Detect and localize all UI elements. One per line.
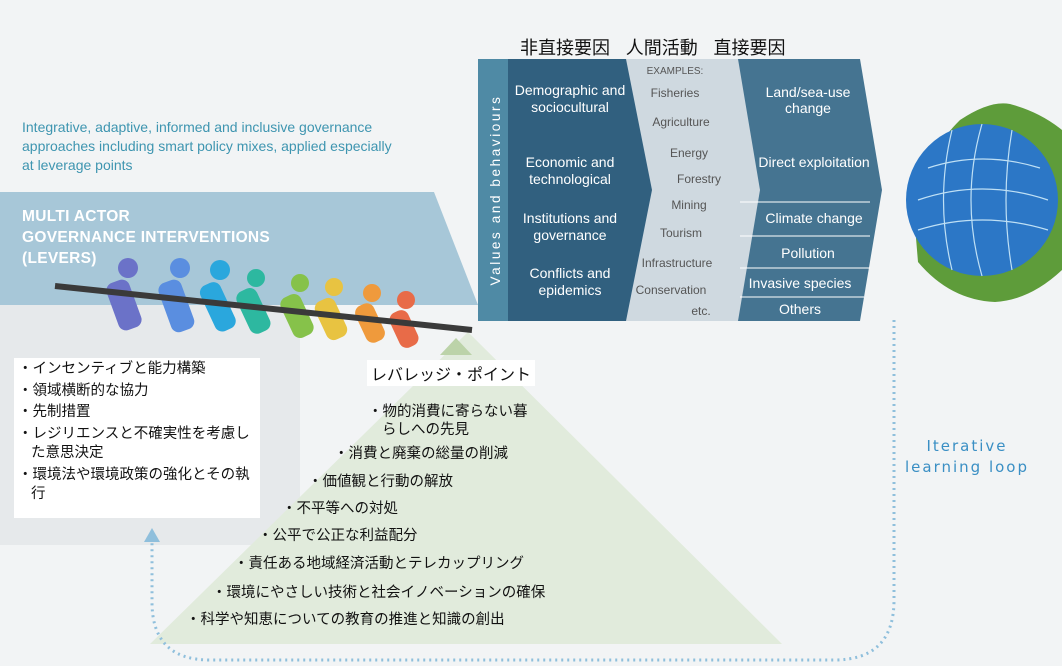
loop-label-line: learning loop: [905, 458, 1030, 476]
direct-driver: Land/sea-use change: [765, 84, 851, 116]
direct-driver: Direct exploitation: [758, 154, 870, 170]
example-item: Forestry: [676, 172, 721, 186]
lever-item: ・領域横断的な協力: [18, 382, 149, 399]
person-figure-6: [314, 278, 348, 341]
people-pulling-rope: [54, 258, 473, 348]
direct-driver: Invasive species: [748, 275, 852, 291]
leverage-tip: [440, 338, 472, 355]
lever-item: ・環境法や環境政策の強化とその執行: [18, 466, 250, 503]
example-item: Mining: [671, 198, 707, 212]
driver-headers: 非直接要因 人間活動 直接要因: [520, 34, 795, 60]
lever-band: [0, 192, 478, 305]
direct-panel: [738, 59, 882, 321]
leverage-point: ・物的消費に寄らない暮: [368, 404, 528, 420]
levers-title: MULTI ACTOR GOVERNANCE INTERVENTIONS (LE…: [22, 206, 382, 269]
leverage-pyramid: [150, 332, 782, 644]
levers-title-line: (LEVERS): [22, 250, 97, 267]
loop-arrowhead: [144, 528, 160, 542]
leverage-point: ・公平で公正な利益配分: [258, 528, 418, 544]
values-behaviours-label: Values and behaviours: [488, 94, 503, 286]
person-figure-2: [158, 258, 195, 333]
globe-icon: [906, 103, 1062, 302]
leverage-point: ・価値観と行動の解放: [308, 474, 453, 490]
leverage-point: ・消費と廃棄の総量の削減: [334, 446, 508, 462]
person-figure-3: [199, 260, 236, 332]
direct-driver: Pollution: [781, 245, 835, 261]
indirect-driver: Economic and technological: [525, 154, 615, 187]
levers-title-line: GOVERNANCE INTERVENTIONS: [22, 229, 271, 246]
indirect-driver: Conflicts and epidemics: [529, 265, 611, 298]
loop-label-line: Iterative: [926, 437, 1008, 455]
direct-driver: Climate change: [765, 210, 863, 226]
example-item: Conservation: [635, 283, 707, 297]
values-behaviours-bar: Values and behaviours: [478, 59, 508, 321]
direct-header: 直接要因: [713, 38, 786, 59]
leverage-point: ・不平等への対処: [282, 501, 398, 517]
example-item: Agriculture: [652, 115, 710, 129]
leverage-point: ・環境にやさしい技術と社会イノベーションの確保: [212, 585, 546, 601]
person-figure-4: [236, 269, 271, 334]
lever-item: ・レジリエンスと不確実性を考慮した意思決定: [18, 425, 250, 462]
leverage-point: ・科学や知恵についての教育の推進と知識の創出: [186, 612, 505, 628]
person-figure-7: [355, 284, 385, 343]
examples-panel: [626, 59, 762, 321]
human-activity-header: 人間活動: [625, 38, 698, 59]
lever-item: ・先制措置: [18, 404, 91, 420]
direct-driver: Others: [778, 301, 821, 317]
indirect-panel: [508, 59, 654, 321]
indirect-driver: Institutions and governance: [522, 210, 618, 243]
leverage-points-label: レバレッジ・ポイント: [367, 360, 536, 386]
iterative-learning-loop-label: Iterative learning loop: [905, 436, 1029, 478]
person-figure-5: [280, 274, 314, 338]
rope: [54, 283, 473, 333]
example-item: Infrastructure: [641, 256, 713, 270]
learning-loop: [150, 320, 896, 662]
lever-item: ・インセンティブと能力構築: [18, 361, 206, 377]
indirect-driver: Demographic and sociocultural: [514, 82, 626, 115]
examples-header: EXAMPLES:: [646, 66, 704, 77]
levers-title-line: MULTI ACTOR: [22, 208, 131, 225]
example-item: etc.: [691, 304, 711, 318]
example-item: Energy: [669, 146, 709, 160]
leverage-point: ・責任ある地域経済活動とテレカップリング: [234, 556, 524, 572]
example-item: Tourism: [659, 226, 702, 240]
example-item: Fisheries: [650, 86, 700, 100]
integrative-text: Integrative, adaptive, informed and incl…: [22, 119, 392, 173]
leverage-point: らしへの先見: [382, 422, 469, 438]
indirect-header: 非直接要因: [520, 38, 610, 59]
levers-list: ・インセンティブと能力構築 ・領域横断的な協力 ・先制措置 ・レジリエンスと不確…: [14, 358, 260, 518]
